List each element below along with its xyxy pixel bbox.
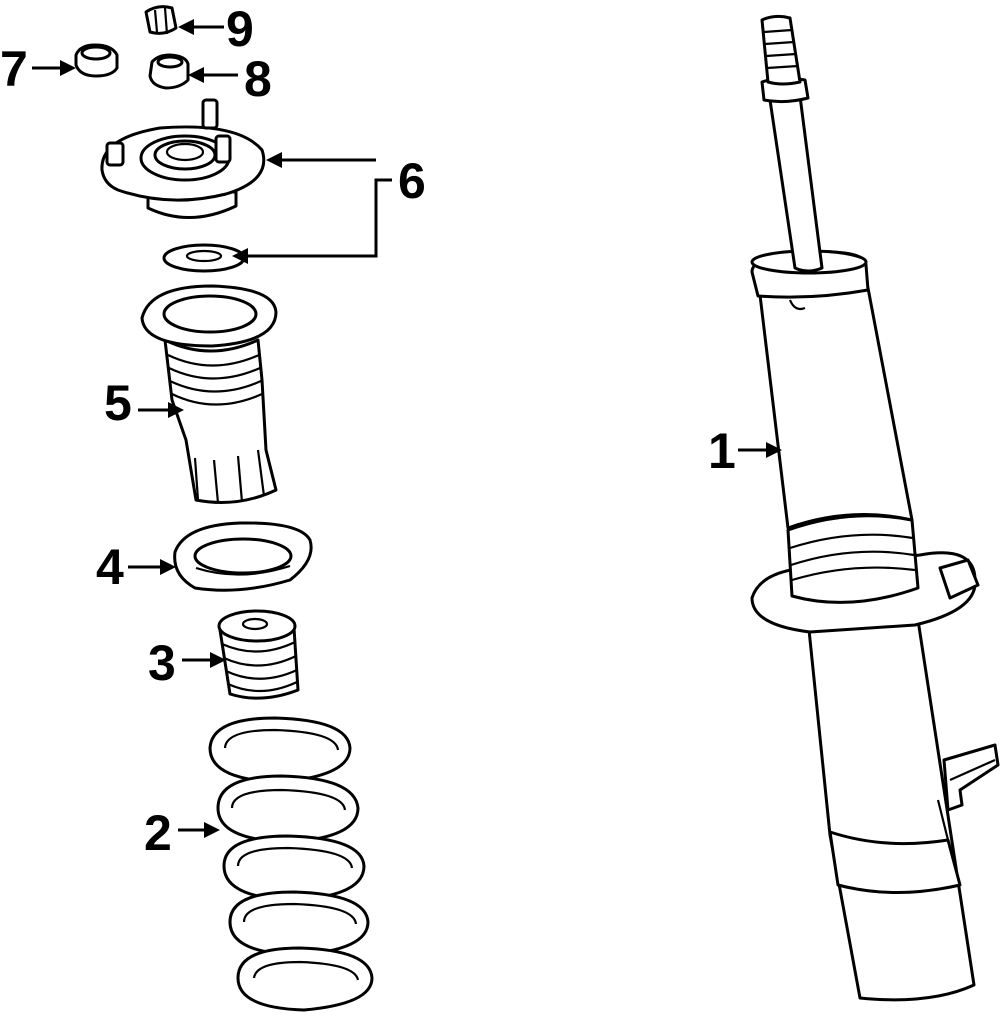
strut-assembly-icon[interactable] (750, 14, 1000, 1002)
coil-spring-icon[interactable] (208, 716, 374, 1012)
bump-stop-icon[interactable] (217, 609, 300, 700)
strut-mount-icon[interactable] (100, 98, 266, 273)
dust-boot-icon[interactable] (140, 284, 278, 504)
callout-4: 4 (96, 539, 124, 595)
callout-5: 5 (104, 375, 132, 431)
callout-labels: 1 2 3 4 5 6 7 8 9 (0, 1, 736, 861)
callout-3: 3 (148, 635, 176, 691)
callout-7: 7 (0, 41, 28, 97)
callout-2: 2 (144, 805, 172, 861)
nut-icon[interactable] (74, 5, 190, 90)
callout-6: 6 (398, 153, 426, 209)
callout-9: 9 (226, 1, 254, 57)
leader-lines (32, 19, 782, 838)
callout-8: 8 (244, 51, 272, 107)
spring-seat-icon[interactable] (173, 521, 313, 592)
callout-1: 1 (708, 423, 736, 479)
